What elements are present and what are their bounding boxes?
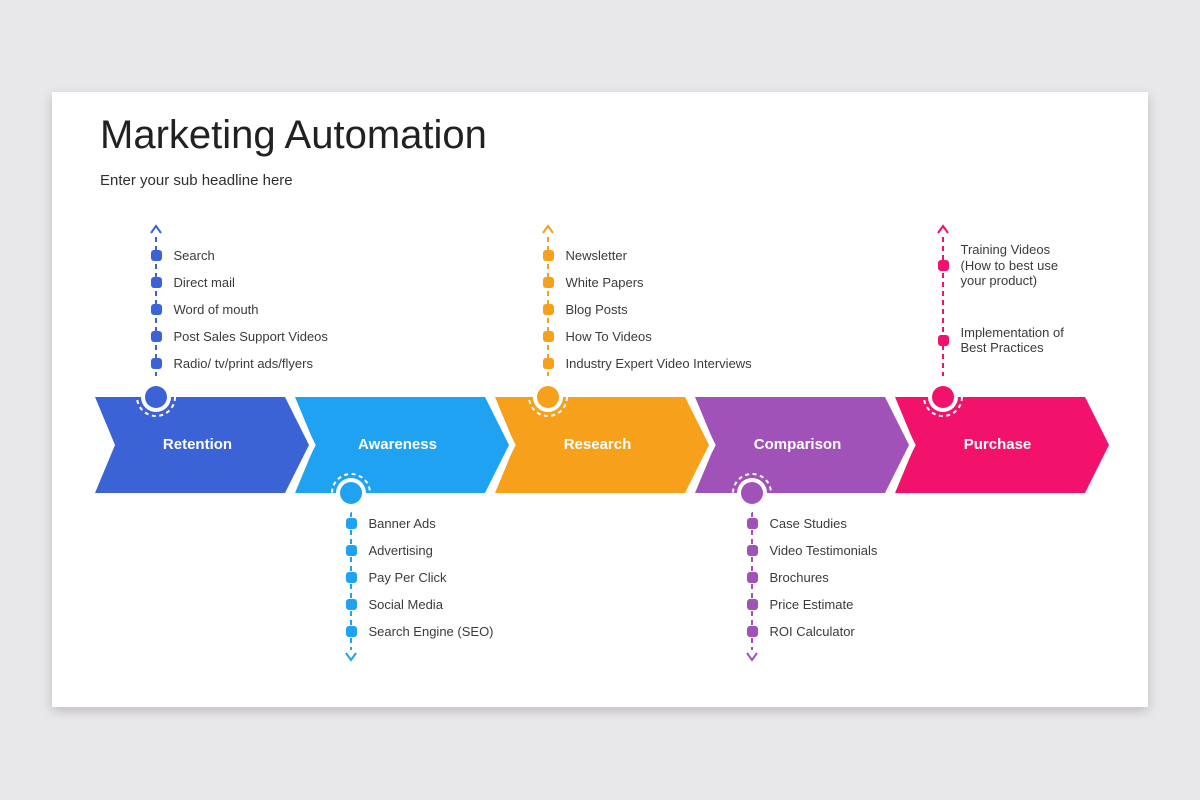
bullet-square-icon — [345, 545, 357, 556]
list-item: Price Estimate — [746, 591, 878, 618]
list-item-label: How To Videos — [565, 329, 652, 344]
bullet-square-icon — [542, 331, 554, 342]
list-item-label: ROI Calculator — [769, 624, 855, 639]
list-item-label: Advertising — [368, 543, 433, 558]
bullet-square-icon — [937, 334, 949, 346]
list-item: Video Testimonials — [746, 537, 878, 564]
bullet-square-icon — [746, 545, 758, 556]
arrow-up-icon — [150, 224, 162, 234]
list-item-label: Implementation of Best Practices — [960, 324, 1064, 356]
list-item-label: Newsletter — [565, 248, 627, 263]
list-item: Case Studies — [746, 510, 878, 537]
list-item-label: Blog Posts — [565, 302, 628, 317]
stage-label-research: Research — [563, 436, 632, 453]
bullet-square-icon — [746, 599, 758, 610]
bullet-square-icon — [345, 626, 357, 637]
node-comparison — [732, 473, 772, 513]
list-item: Post Sales Support Videos — [150, 323, 328, 350]
list-item-label: Word of mouth — [173, 302, 259, 317]
list-item: Industry Expert Video Interviews — [542, 350, 752, 377]
list-item: Search — [150, 242, 328, 269]
list-item: Training Videos (How to best use your pr… — [937, 242, 1098, 289]
bullet-square-icon — [150, 331, 162, 342]
stage-label-retention: Retention — [162, 436, 233, 453]
bullet-square-icon — [345, 518, 357, 529]
page-title: Marketing Automation — [100, 113, 487, 157]
arrow-down-icon — [746, 652, 758, 662]
list-item: Pay Per Click — [345, 564, 494, 591]
list-item: Banner Ads — [345, 510, 494, 537]
connector-purchase — [937, 224, 949, 376]
list-item-label: Case Studies — [769, 516, 847, 531]
connector-research — [542, 224, 554, 376]
bullet-square-icon — [150, 250, 162, 261]
bullet-square-icon — [542, 358, 554, 369]
bullet-square-icon — [150, 358, 162, 369]
list-item-label: Training Videos (How to best use your pr… — [960, 242, 1059, 288]
list-item: Word of mouth — [150, 296, 328, 323]
node-purchase — [923, 377, 963, 417]
connector-awareness — [345, 512, 357, 662]
stage-label-purchase: Purchase — [963, 436, 1032, 453]
list-item-label: Radio/ tv/print ads/flyers — [173, 356, 313, 371]
list-item: ROI Calculator — [746, 618, 878, 645]
list-item-label: Video Testimonials — [769, 543, 878, 558]
arrow-up-icon — [542, 224, 554, 234]
stage-label-awareness: Awareness — [358, 436, 437, 453]
list-item-label: Search Engine (SEO) — [368, 624, 494, 639]
bullet-square-icon — [150, 277, 162, 288]
slide: Marketing Automation Enter your sub head… — [52, 92, 1148, 707]
bullet-square-icon — [345, 599, 357, 610]
node-retention — [136, 377, 176, 417]
subtitle: Enter your sub headline here — [100, 172, 293, 189]
list-item: Implementation of Best Practices — [937, 324, 1098, 356]
list-item: Radio/ tv/print ads/flyers — [150, 350, 328, 377]
list-item: White Papers — [542, 269, 752, 296]
list-item-label: Post Sales Support Videos — [173, 329, 328, 344]
bullet-square-icon — [345, 572, 357, 583]
bullet-square-icon — [746, 626, 758, 637]
arrow-up-icon — [937, 224, 949, 234]
node-awareness — [331, 473, 371, 513]
bullet-square-icon — [542, 250, 554, 261]
list-item-label: Price Estimate — [769, 597, 854, 612]
node-research — [528, 377, 568, 417]
bullet-square-icon — [150, 304, 162, 315]
list-item-label: Pay Per Click — [368, 570, 447, 585]
list-item: How To Videos — [542, 323, 752, 350]
connector-retention — [150, 224, 162, 376]
stage-label-comparison: Comparison — [753, 436, 842, 453]
item-list-purchase: Training Videos (How to best use your pr… — [937, 242, 1098, 392]
list-item-label: Search — [173, 248, 215, 263]
list-item: Newsletter — [542, 242, 752, 269]
list-item: Brochures — [746, 564, 878, 591]
list-item-label: Direct mail — [173, 275, 235, 290]
list-item: Direct mail — [150, 269, 328, 296]
process-diagram — [86, 224, 1116, 662]
list-item-label: White Papers — [565, 275, 644, 290]
list-item: Advertising — [345, 537, 494, 564]
list-item-label: Banner Ads — [368, 516, 436, 531]
arrow-down-icon — [345, 652, 357, 662]
bullet-square-icon — [542, 277, 554, 288]
list-item-label: Social Media — [368, 597, 443, 612]
bullet-square-icon — [746, 572, 758, 583]
bullet-square-icon — [746, 518, 758, 529]
stage-arrow-retention — [86, 391, 316, 499]
list-item: Blog Posts — [542, 296, 752, 323]
list-item: Search Engine (SEO) — [345, 618, 494, 645]
list-item-label: Brochures — [769, 570, 829, 585]
bullet-square-icon — [542, 304, 554, 315]
bullet-square-icon — [937, 259, 949, 271]
connector-comparison — [746, 512, 758, 662]
list-item: Social Media — [345, 591, 494, 618]
list-item-label: Industry Expert Video Interviews — [565, 356, 752, 371]
